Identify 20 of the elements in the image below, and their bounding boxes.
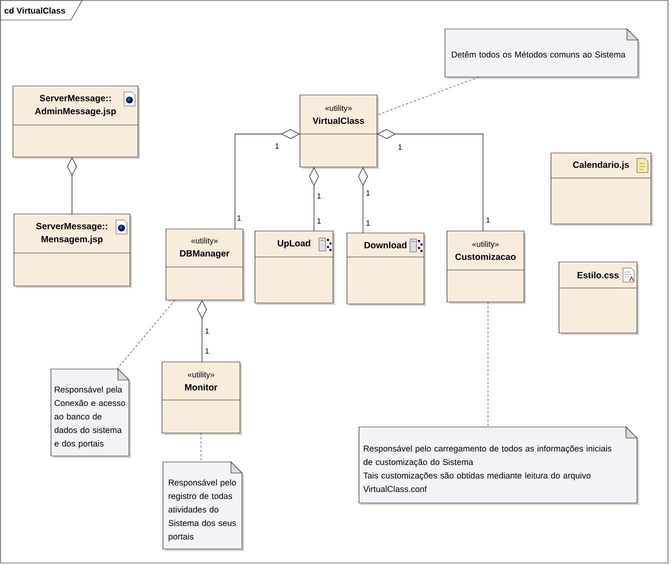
aggregation-line [234,129,300,230]
aggregation-line [358,167,368,234]
aggregation-line [377,129,484,232]
dashed-line [376,76,480,116]
aggregation-line [67,157,77,214]
class-box: ServerMessage:: AdminMessage.jsp [12,86,140,159]
frame-title-tab: cd VirtualClass [0,0,83,20]
aggregation-line [197,300,207,362]
aggregation-line [309,167,319,232]
class-box: «utility» VirtualClass [300,94,379,169]
class-box: «utility» Customizacao [446,230,526,304]
class-box: «utility» Monitor [162,362,242,435]
class-box: Download [346,232,426,306]
class-box: Calendario.js [550,152,653,226]
class-box: Estilo.css [558,262,639,335]
dashed-line [200,432,202,462]
class-box: ServerMessage:: Mensagem.jsp [14,214,132,288]
class-box: UpLoad [254,230,335,305]
dashed-line [116,300,176,370]
class-box: «utility» DBManager [166,228,245,302]
